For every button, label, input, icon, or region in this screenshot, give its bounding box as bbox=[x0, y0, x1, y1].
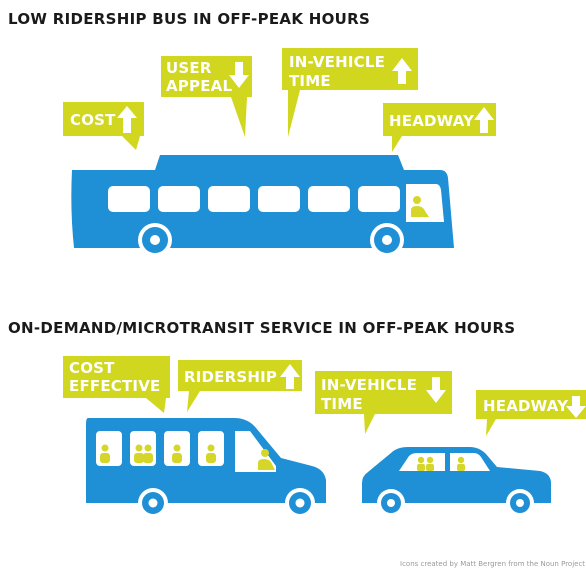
callout-cost-effective-line1: COST bbox=[69, 359, 115, 377]
driver-icon bbox=[261, 449, 269, 457]
callout-in-vehicle-time-line2: TIME bbox=[289, 72, 331, 90]
arrow-down-icon bbox=[426, 377, 446, 403]
callout-headway-bottom-label: HEADWAY bbox=[483, 397, 569, 415]
callout-headway-label: HEADWAY bbox=[389, 112, 475, 130]
car-icon bbox=[362, 447, 551, 517]
callout-in-vehicle-time-bottom-line1: IN-VEHICLE bbox=[321, 376, 417, 394]
arrow-up-icon bbox=[280, 364, 300, 389]
arrow-up-icon bbox=[474, 107, 494, 133]
callout-cost-label: COST bbox=[70, 111, 116, 129]
callout-in-vehicle-time: IN-VEHICLE TIME bbox=[282, 48, 418, 137]
passenger-icon bbox=[207, 444, 215, 452]
arrow-up-icon bbox=[392, 58, 412, 84]
callout-user-appeal-line2: APPEAL bbox=[166, 77, 232, 95]
callout-headway-bottom: HEADWAY bbox=[476, 390, 586, 436]
callout-in-vehicle-time-bottom: IN-VEHICLE TIME bbox=[315, 371, 452, 434]
arrow-up-icon bbox=[117, 106, 137, 133]
callout-cost: COST bbox=[63, 102, 144, 150]
heading-low-ridership-bus: LOW RIDERSHIP BUS IN OFF-PEAK HOURS bbox=[8, 10, 371, 28]
passenger-icon bbox=[173, 444, 181, 452]
callout-headway: HEADWAY bbox=[383, 103, 496, 152]
callout-cost-effective-line2: EFFECTIVE bbox=[69, 377, 160, 395]
callout-ridership: RIDERSHIP bbox=[178, 360, 302, 412]
callout-ridership-label: RIDERSHIP bbox=[184, 368, 277, 386]
heading-on-demand-microtransit: ON-DEMAND/MICROTRANSIT SERVICE IN OFF-PE… bbox=[8, 319, 516, 337]
callout-user-appeal: USER APPEAL bbox=[161, 56, 252, 137]
passenger-icon bbox=[135, 444, 143, 452]
passenger-icon bbox=[417, 456, 425, 464]
passenger-icon bbox=[144, 444, 152, 452]
callout-in-vehicle-time-line1: IN-VEHICLE bbox=[289, 53, 385, 71]
driver-icon bbox=[413, 196, 421, 204]
passenger-icon bbox=[101, 444, 109, 452]
callout-in-vehicle-time-bottom-line2: TIME bbox=[321, 395, 363, 413]
arrow-down-icon bbox=[229, 62, 249, 88]
passenger-icon bbox=[426, 456, 434, 464]
callout-cost-effective: COST EFFECTIVE bbox=[63, 356, 170, 413]
icon-credit: Icons created by Matt Bergren from the N… bbox=[400, 560, 586, 568]
arrow-down-icon bbox=[566, 396, 586, 418]
callout-user-appeal-line1: USER bbox=[166, 59, 212, 77]
driver-icon bbox=[457, 456, 465, 464]
shuttle-van-icon bbox=[86, 418, 326, 518]
bus-icon bbox=[71, 155, 454, 257]
